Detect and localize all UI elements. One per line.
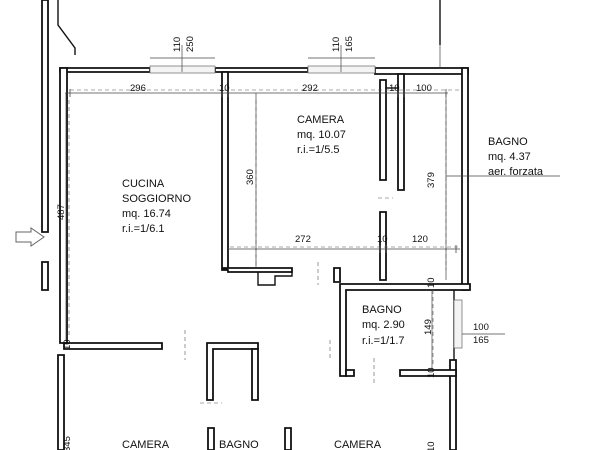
- dim-small-left: 10: [62, 339, 73, 350]
- dim-vert-149: 149: [423, 319, 434, 335]
- dim-win-right-h: 165: [473, 335, 489, 346]
- bathroom-right-note: aer. forzata: [488, 166, 544, 178]
- dim-mid-2: 10: [377, 234, 388, 245]
- bottom-right-name: CAMERA: [334, 439, 382, 450]
- dim-win-right-w: 100: [473, 322, 489, 333]
- kitchen-ri: r.i.=1/6.1: [122, 223, 165, 235]
- bathroom-right-area: mq. 4.37: [488, 151, 531, 163]
- walls: [41, 0, 471, 450]
- bathroom-center-ri: r.i.=1/1.7: [362, 335, 405, 347]
- dim-win1-h: 250: [185, 36, 196, 52]
- kitchen-name-2: SOGGIORNO: [122, 193, 192, 205]
- dim-mid-1: 272: [295, 234, 311, 245]
- dim-small-right-3: 10: [426, 441, 437, 450]
- bedroom-top-name: CAMERA: [297, 114, 345, 126]
- windows: [149, 65, 463, 349]
- dim-top-4: 10: [389, 83, 400, 94]
- bathroom-center-area: mq. 2.90: [362, 319, 405, 331]
- bedroom-top-ri: r.i.=1/5.5: [297, 144, 340, 156]
- dim-top-2: 10: [219, 83, 230, 94]
- dim-vert-360: 360: [245, 169, 256, 185]
- room-labels: CUCINA SOGGIORNO mq. 16.74 r.i.=1/6.1 CA…: [122, 114, 544, 450]
- dim-top-3: 292: [302, 83, 318, 94]
- dim-win2-w: 110: [331, 37, 342, 52]
- kitchen-area: mq. 16.74: [122, 208, 171, 220]
- dimension-lines: [65, 45, 560, 370]
- dim-top-5: 100: [416, 83, 432, 94]
- bottom-left-name: CAMERA: [122, 439, 170, 450]
- dim-small-right-1: 10: [426, 277, 437, 288]
- entry-arrow-icon: [15, 227, 45, 247]
- bathroom-center-name: BAGNO: [362, 304, 402, 316]
- dim-small-right-2: 10: [426, 367, 437, 378]
- bathroom-right-name: BAGNO: [488, 136, 528, 148]
- dim-vert-379: 379: [426, 172, 437, 188]
- bottom-center-name: BAGNO: [219, 439, 259, 450]
- dim-top-1: 296: [130, 83, 146, 94]
- kitchen-name-1: CUCINA: [122, 178, 165, 190]
- dim-mid-3: 120: [412, 234, 428, 245]
- dim-vert-345: 345: [62, 436, 73, 450]
- bedroom-top-area: mq. 10.07: [297, 129, 346, 141]
- dim-win1-w: 110: [172, 37, 183, 52]
- dim-win2-h: 165: [344, 36, 355, 52]
- dim-vert-487: 487: [56, 204, 67, 220]
- dimension-labels: 296 10 292 10 100 272 10 120 487 360 379…: [56, 36, 489, 450]
